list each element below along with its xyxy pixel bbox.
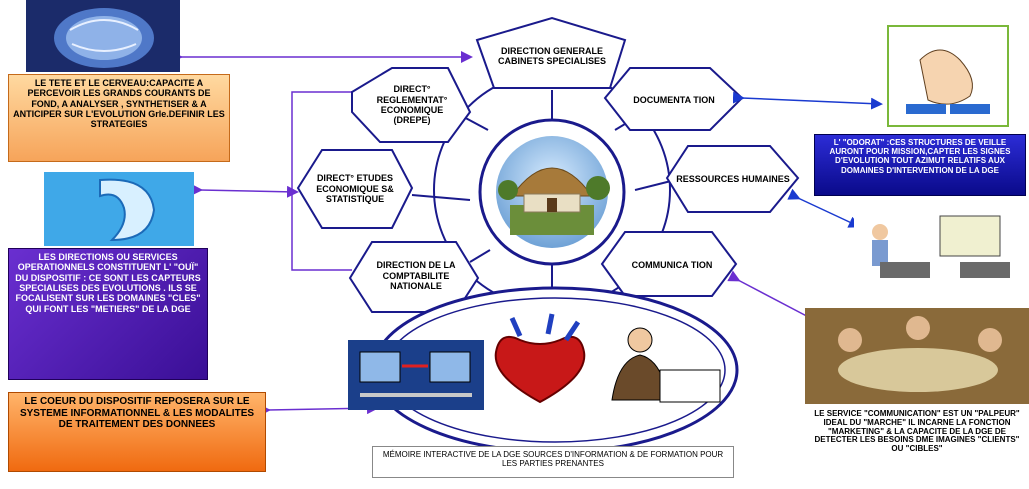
box-coeur-dispositif: LE COEUR DU DISPOSITIF REPOSERA SUR LE S… <box>8 392 266 472</box>
hex-direct-etudes: DIRECT° ETUDES ECONOMIQUE S& STATISTIQUE <box>316 173 394 205</box>
ear-image <box>44 172 194 246</box>
meeting-image <box>805 308 1029 404</box>
box-tete-cerveau: LE TETE ET LE CERVEAU:CAPACITE A PERCEVO… <box>8 74 230 162</box>
hex-documentation: DOCUMENTA TION <box>633 94 715 105</box>
hut-image <box>496 136 610 248</box>
hex-communication: COMMUNICA TION <box>631 259 713 270</box>
hexagon-shapes <box>296 16 800 313</box>
box-memoire: MÉMOIRE INTERACTIVE DE LA DGE SOURCES D'… <box>372 446 734 478</box>
office-people-image <box>854 214 1024 284</box>
hex-direction-comptabilite: DIRECTION DE LA COMPTABILITE NATIONALE <box>376 260 456 292</box>
left-bracket <box>291 91 352 271</box>
heart-image <box>494 313 586 404</box>
box-odorat: L' "ODORAT" :CES STRUCTURES DE VEILLE AU… <box>814 134 1026 196</box>
brain-image <box>26 0 180 72</box>
computer-network-image <box>348 340 484 410</box>
box-directions-services: LES DIRECTIONS OU SERVICES OPERATIONNELS… <box>8 248 208 380</box>
businessman-image <box>611 327 721 403</box>
hex-direct-reglementat: DIRECT° REGLEMENTAT° ECONOMIQUE (DREPE) <box>376 84 448 126</box>
caption-service-communication: LE SERVICE "COMMUNICATION" EST UN "PALPE… <box>814 409 1020 454</box>
connector-arrows <box>171 51 821 417</box>
nose-image <box>887 25 1009 127</box>
connector-arrows-blue <box>732 91 883 228</box>
hex-ressources-humaines: RESSOURCES HUMAINES <box>676 173 790 184</box>
hex-direction-generale: DIRECTION GENERALE CABINETS SPECIALISES <box>497 45 607 66</box>
